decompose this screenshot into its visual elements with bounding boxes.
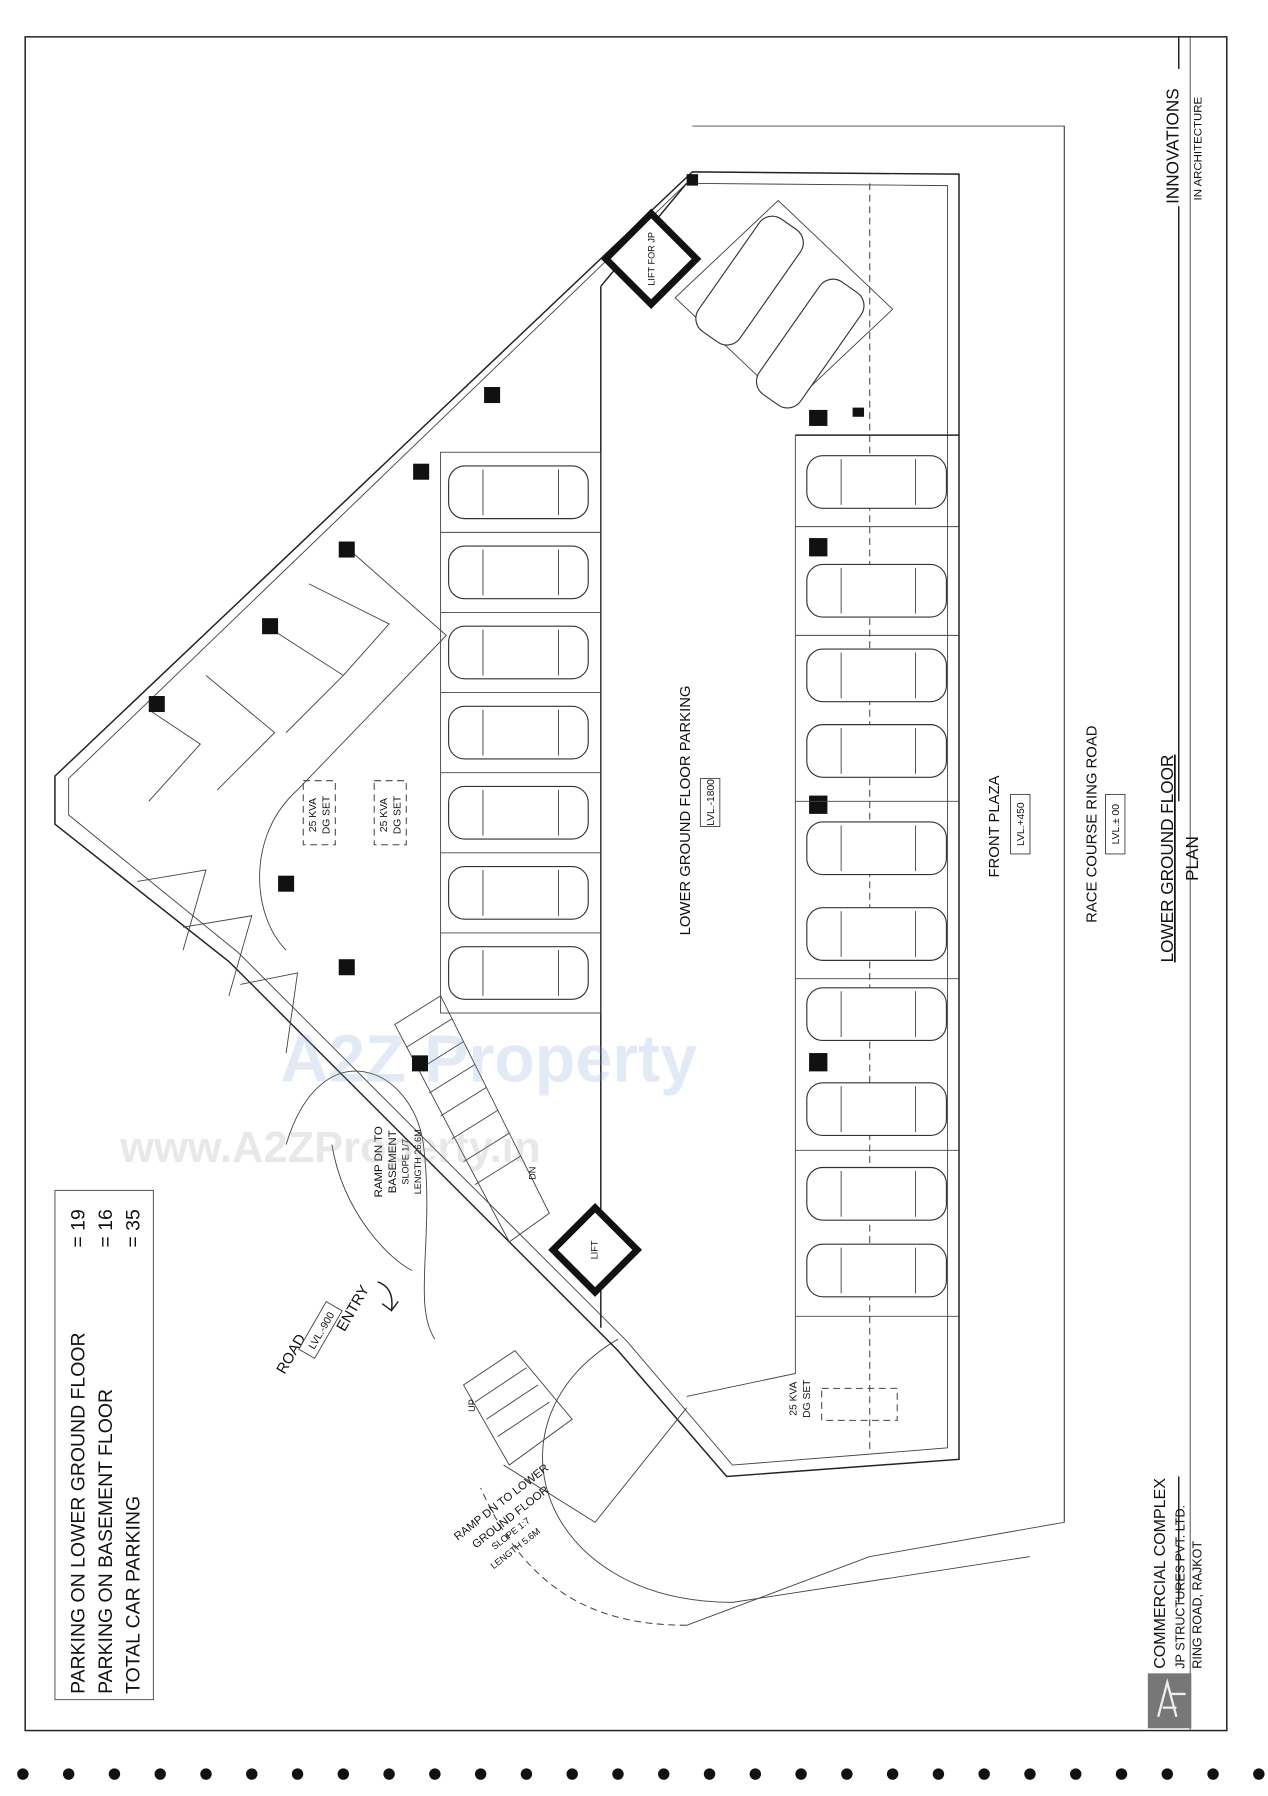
dg-set-1 bbox=[302, 780, 336, 846]
summary-label-total: TOTAL CAR PARKING bbox=[123, 1496, 145, 1694]
car-space bbox=[448, 865, 589, 920]
road-level-box bbox=[1105, 793, 1126, 855]
car-space bbox=[806, 563, 947, 618]
project-location: RING ROAD, RAJKOT bbox=[1191, 1541, 1205, 1669]
car-space bbox=[806, 1166, 947, 1221]
main-level: LVL.-1800 bbox=[706, 779, 717, 826]
dg-set-1-label: DG SET bbox=[322, 795, 333, 834]
summary-value-total: = 35 bbox=[123, 1209, 145, 1247]
project-name: COMMERCIAL COMPLEX bbox=[1151, 1478, 1169, 1669]
ramp-basement-line3: SLOPE 1/7 bbox=[401, 1139, 411, 1185]
lift-jp: LIFT FOR JP bbox=[600, 208, 702, 310]
structural-columns bbox=[148, 174, 865, 1072]
stair-up-label: UP bbox=[467, 1399, 477, 1412]
front-plaza-label: FRONT PLAZA bbox=[987, 775, 1003, 877]
angled-parking bbox=[674, 199, 894, 409]
road-level: LVL.± 00 bbox=[1111, 804, 1122, 845]
road-side-level-box: LVL.-900 bbox=[298, 1301, 343, 1360]
drawing-title: LOWER GROUND FLOOR bbox=[1157, 755, 1177, 963]
main-level-box bbox=[699, 777, 721, 827]
parking-summary: PARKING ON LOWER GROUND FLOOR = 19 PARKI… bbox=[68, 1209, 145, 1694]
dg-set-3 bbox=[821, 1387, 898, 1421]
parking-row-right bbox=[795, 455, 960, 1317]
lift: LIFT bbox=[548, 1202, 643, 1297]
watermark-url: www.A2ZProperty.in bbox=[119, 1124, 540, 1172]
drawing-subtitle: PLAN bbox=[1182, 836, 1202, 881]
car-space bbox=[806, 455, 947, 509]
dg-set-3-kva: 25 KVA bbox=[789, 1381, 800, 1415]
firm-logo bbox=[1147, 1673, 1192, 1729]
main-area-label: LOWER GROUND FLOOR PARKING bbox=[678, 686, 694, 936]
sheet-border bbox=[24, 36, 1228, 1732]
lift-label: LIFT bbox=[589, 1240, 599, 1259]
parking-summary-box bbox=[54, 1189, 154, 1701]
car-space bbox=[448, 785, 589, 840]
dg-set-3-label: DG SET bbox=[802, 1379, 813, 1418]
car-space bbox=[448, 625, 589, 680]
dg-set-2 bbox=[373, 780, 407, 846]
dg-set-2-kva: 25 KVA bbox=[379, 798, 390, 832]
entry-label: ENTRY bbox=[334, 1283, 373, 1334]
client-name: JP STRUCTURES PVT. LTD. bbox=[1173, 1505, 1187, 1669]
road-label: ROAD bbox=[274, 1332, 309, 1377]
punch-hole-strip bbox=[17, 1768, 1265, 1780]
car-space bbox=[806, 648, 947, 703]
car-space bbox=[448, 465, 589, 520]
car-space bbox=[806, 1243, 947, 1298]
firm-tagline: IN ARCHITECTURE bbox=[1193, 97, 1205, 201]
entry-arrow-icon bbox=[377, 1281, 399, 1312]
dg-set-1-kva: 25 KVA bbox=[308, 798, 319, 832]
front-plaza-level: LVL.+450 bbox=[1016, 802, 1027, 846]
summary-label-lower: PARKING ON LOWER GROUND FLOOR bbox=[68, 1332, 90, 1693]
summary-label-basement: PARKING ON BASEMENT FLOOR bbox=[95, 1389, 117, 1694]
stair-dn-label: DN bbox=[528, 1167, 538, 1180]
dg-set-2-label: DG SET bbox=[393, 795, 404, 834]
staircase bbox=[394, 995, 688, 1523]
lift-jp-label: LIFT FOR JP bbox=[647, 232, 657, 286]
ramp-basement-line1: RAMP DN TO bbox=[373, 1126, 385, 1197]
car-space bbox=[806, 907, 947, 961]
car-space bbox=[806, 724, 947, 778]
car-space bbox=[806, 821, 947, 876]
summary-value-basement: = 16 bbox=[95, 1209, 117, 1247]
car-space bbox=[448, 946, 589, 1000]
ramp-to-basement bbox=[137, 549, 447, 1340]
car-space bbox=[806, 987, 947, 1042]
car-space bbox=[806, 1082, 947, 1137]
ramp-basement-line2: BASEMENT bbox=[387, 1130, 399, 1193]
road-name-label: RACE COURSE RING ROAD bbox=[1084, 725, 1100, 923]
summary-value-lower: = 19 bbox=[68, 1209, 90, 1247]
parking-row-left bbox=[440, 451, 602, 1014]
car-space bbox=[448, 705, 589, 760]
ramp-basement-line4: LENGTH 26.6M bbox=[413, 1129, 423, 1194]
front-plaza-level-box bbox=[1010, 793, 1031, 855]
firm-name: INNOVATIONS bbox=[1163, 88, 1183, 204]
watermark-brand: A2Z Property bbox=[280, 1023, 697, 1097]
car-space bbox=[448, 545, 589, 600]
